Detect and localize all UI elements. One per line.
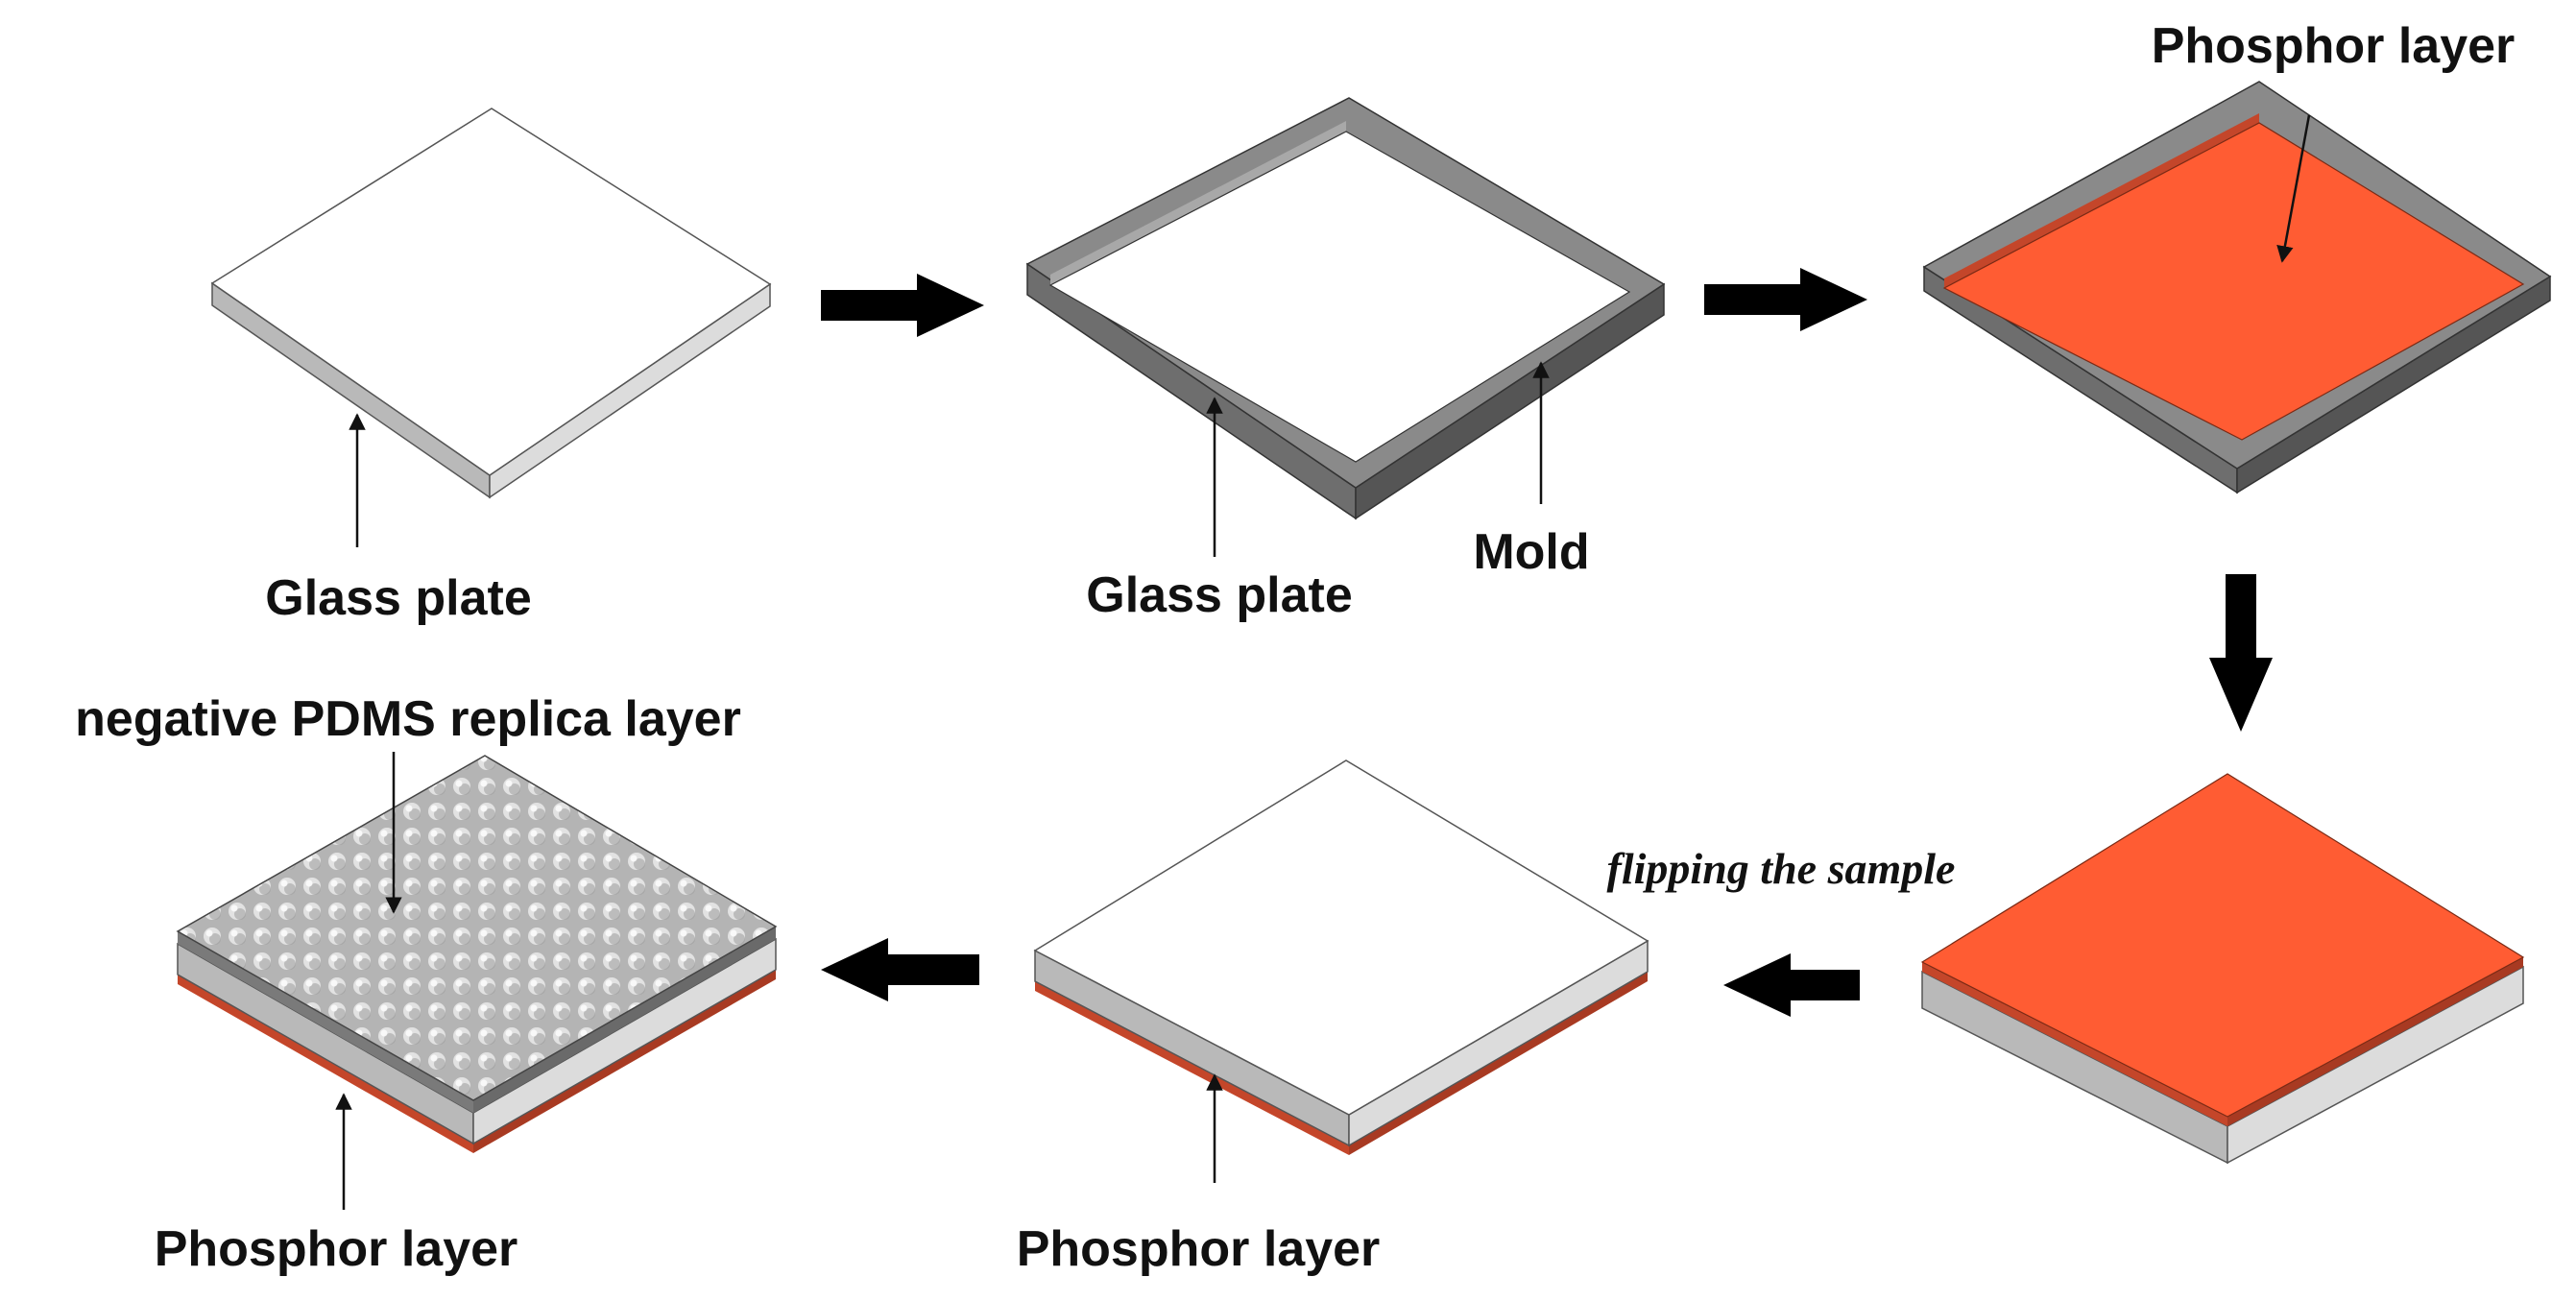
phosphor-side-left bbox=[1922, 962, 2227, 1126]
glass-top bbox=[1033, 759, 1649, 1116]
phosphor-top bbox=[1942, 122, 2525, 441]
glass-top bbox=[210, 108, 772, 476]
arrow-left-1 bbox=[1723, 953, 1860, 1017]
phosphor-thin-left bbox=[1035, 981, 1349, 1155]
step6-pdms-replica bbox=[176, 755, 778, 1153]
step5-phosphor-label: Phosphor layer bbox=[1017, 1221, 1381, 1277]
phosphor-thin-right bbox=[1349, 972, 1648, 1155]
step6-labels: negative PDMS replica layer Phosphor lay… bbox=[75, 691, 741, 1277]
step2-labels: Glass plate Mold bbox=[1086, 361, 1590, 623]
step5-label-group: Phosphor layer bbox=[1017, 1073, 1381, 1277]
phosphor-thin-right bbox=[473, 970, 776, 1153]
pdms-side-right bbox=[473, 927, 776, 1113]
phosphor-thin-left bbox=[178, 975, 473, 1153]
glass-side-right bbox=[472, 937, 777, 1145]
glass-top-inside-mold bbox=[1048, 131, 1631, 463]
step3-phosphor-in-mold bbox=[1922, 81, 2552, 494]
glass-inner-left-wall bbox=[1050, 121, 1346, 285]
step5-flipped-sample bbox=[1033, 759, 1649, 1155]
step3-label-group: Phosphor layer bbox=[2152, 18, 2516, 263]
flip-sample-label: flipping the sample bbox=[1607, 844, 1956, 893]
step6-phosphor-label: Phosphor layer bbox=[155, 1221, 518, 1277]
step4-phosphor-on-glass bbox=[1920, 773, 2525, 1165]
step2-glass-label: Glass plate bbox=[1086, 567, 1352, 623]
arrow-right-1 bbox=[821, 274, 984, 337]
phosphor-top bbox=[1920, 773, 2525, 1118]
arrow-down bbox=[2209, 574, 2273, 732]
step2-mold-label: Mold bbox=[1473, 524, 1589, 580]
step2-glass-with-mold bbox=[1025, 97, 1666, 520]
step3-phosphor-leader bbox=[2276, 114, 2311, 263]
phosphor-side-right bbox=[2227, 957, 2523, 1126]
pdms-side-left bbox=[178, 931, 473, 1113]
step1-glass-plate bbox=[210, 108, 772, 499]
step6-pdms-label: negative PDMS replica layer bbox=[75, 691, 741, 747]
arrow-right-2 bbox=[1704, 268, 1867, 331]
step1-glass-label-group: Glass plate bbox=[265, 413, 532, 626]
pdms-textured-top bbox=[176, 755, 778, 1101]
step3-phosphor-label: Phosphor layer bbox=[2152, 18, 2516, 74]
arrow-left-2 bbox=[821, 938, 979, 1001]
step1-glass-label: Glass plate bbox=[265, 570, 531, 626]
phosphor-inner-wall bbox=[1944, 113, 2259, 288]
